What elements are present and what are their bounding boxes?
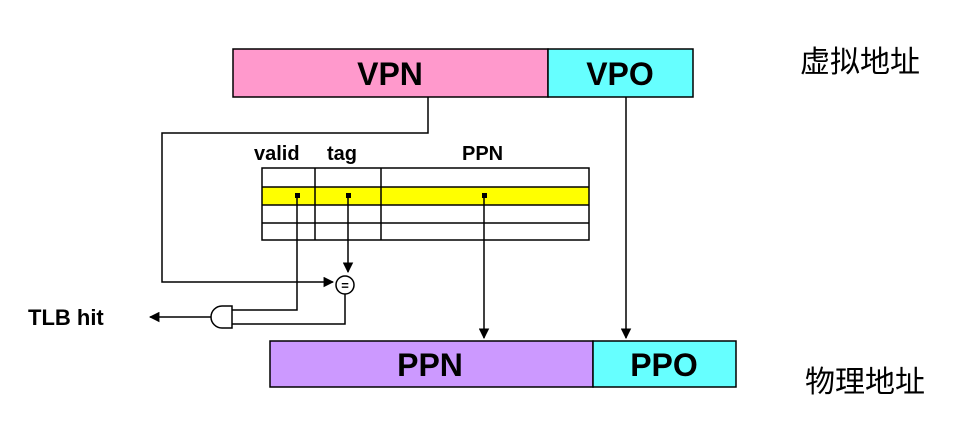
- virtual-address: VPN VPO: [232, 48, 694, 98]
- tag-header: tag: [327, 143, 357, 165]
- physical-address-caption: 物理地址: [805, 365, 925, 400]
- valid-bit-dot: [295, 193, 300, 198]
- valid-to-and-wire: [232, 196, 298, 311]
- tag-dot: [346, 193, 351, 198]
- physical-address: PPN PPO: [269, 340, 737, 388]
- virtual-address-caption: 虚拟地址: [800, 45, 920, 80]
- vpn-to-comparator-wire: [161, 97, 429, 288]
- tlb-frame: [261, 167, 590, 241]
- vpo-label: VPO: [586, 56, 654, 92]
- ppo-label: PPO: [630, 347, 698, 383]
- ppn-field: [269, 340, 594, 388]
- tlb-table: valid tag PPN: [254, 143, 590, 241]
- comparator-to-and-wire: [232, 294, 346, 325]
- and-gate: [210, 305, 233, 329]
- vpn-label: VPN: [357, 56, 423, 92]
- ppn-label: PPN: [397, 347, 463, 383]
- valid-header: valid: [254, 143, 300, 165]
- ppn-dot: [482, 193, 487, 198]
- vpn-field: [232, 48, 549, 98]
- tlb-highlight-row: [262, 187, 589, 205]
- tlb-hit-label: TLB hit: [28, 305, 104, 330]
- ppo-field: [592, 340, 737, 388]
- vpo-field: [547, 48, 694, 98]
- comparator-symbol: =: [341, 278, 349, 293]
- ppn-header: PPN: [462, 143, 503, 165]
